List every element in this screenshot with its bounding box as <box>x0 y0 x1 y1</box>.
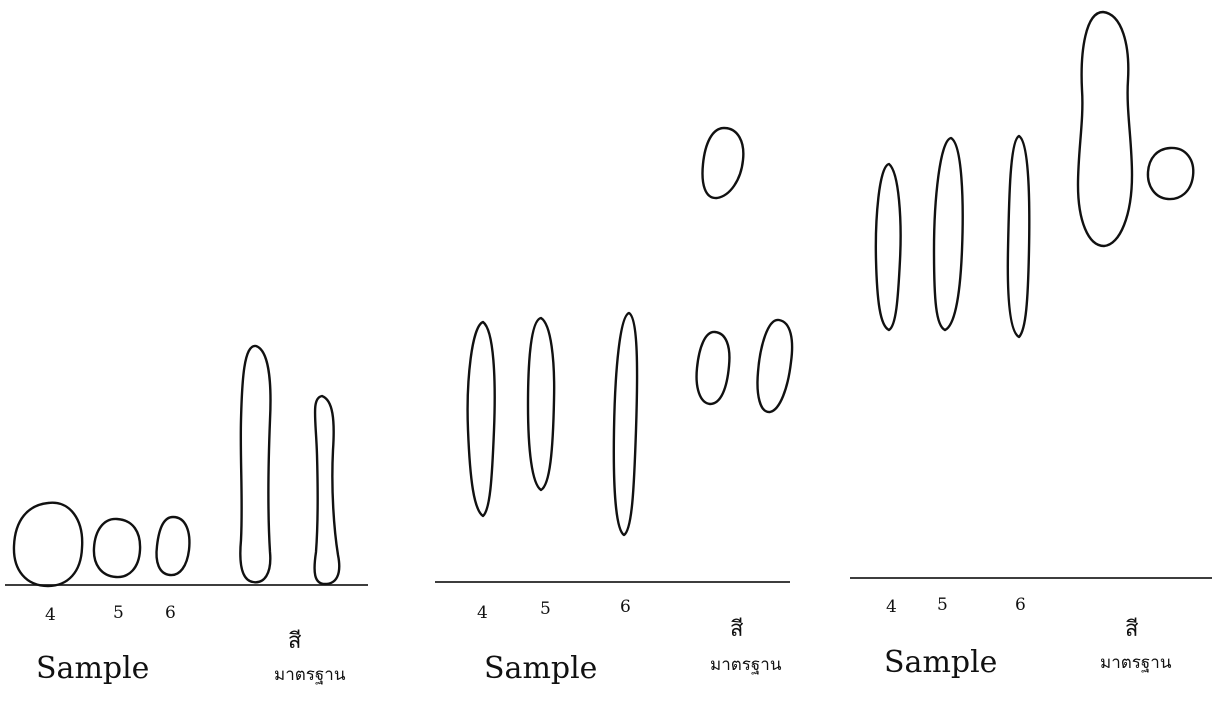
panel-1-standard-mark: สี <box>288 629 302 654</box>
panel-2-spot-lane-4 <box>466 320 496 518</box>
panel-3-lane-label-4: 4 <box>886 597 897 617</box>
panel-3-standard-mark: สี <box>1125 617 1139 642</box>
panel-1-spot-lane-6 <box>155 515 191 577</box>
panel-1-spot-standard-a <box>239 344 272 584</box>
panel-2-spot-lane-5 <box>526 316 556 492</box>
panel-3-spot-standard-large <box>1076 10 1134 248</box>
panel-2-spot-standard-top <box>701 126 745 200</box>
panel-1-lane-label-5: 5 <box>113 603 124 623</box>
panel-1-lane-label-6: 6 <box>165 603 176 623</box>
panel-2-sample-label: Sample <box>484 651 597 686</box>
panel-3-sample-label: Sample <box>884 645 997 680</box>
panel-2-spot-standard-lower-b <box>756 318 794 414</box>
panel-1: 4 5 6 Sample สี มาตรฐาน <box>5 344 368 686</box>
panel-1-lane-label-4: 4 <box>45 605 56 625</box>
panel-3-spot-standard-small <box>1146 146 1195 201</box>
panel-1-standard-label: มาตรฐาน <box>274 665 346 685</box>
panel-2: 4 5 6 Sample สี มาตรฐาน <box>435 126 794 686</box>
panel-3-spot-lane-5 <box>932 136 964 332</box>
panel-3: 4 5 6 Sample สี มาตรฐาน <box>850 10 1212 680</box>
panel-2-lane-label-6: 6 <box>620 597 631 617</box>
panel-2-spot-lane-6 <box>612 311 639 537</box>
panel-3-lane-label-5: 5 <box>937 595 948 615</box>
panel-2-lane-label-4: 4 <box>477 603 488 623</box>
panel-3-standard-label: มาตรฐาน <box>1100 653 1172 673</box>
panel-3-spot-lane-4 <box>874 162 902 332</box>
panel-1-sample-label: Sample <box>36 651 149 686</box>
panel-2-standard-mark: สี <box>730 617 744 642</box>
panel-2-standard-label: มาตรฐาน <box>710 655 782 675</box>
panel-3-lane-label-6: 6 <box>1015 595 1026 615</box>
panel-2-spot-standard-lower-a <box>695 330 731 406</box>
panel-1-spot-lane-4 <box>12 501 84 588</box>
panel-1-spot-standard-b <box>313 394 341 586</box>
panel-1-spot-lane-5 <box>92 517 142 579</box>
panel-3-spot-lane-6 <box>1006 134 1031 339</box>
panel-2-lane-label-5: 5 <box>540 599 551 619</box>
